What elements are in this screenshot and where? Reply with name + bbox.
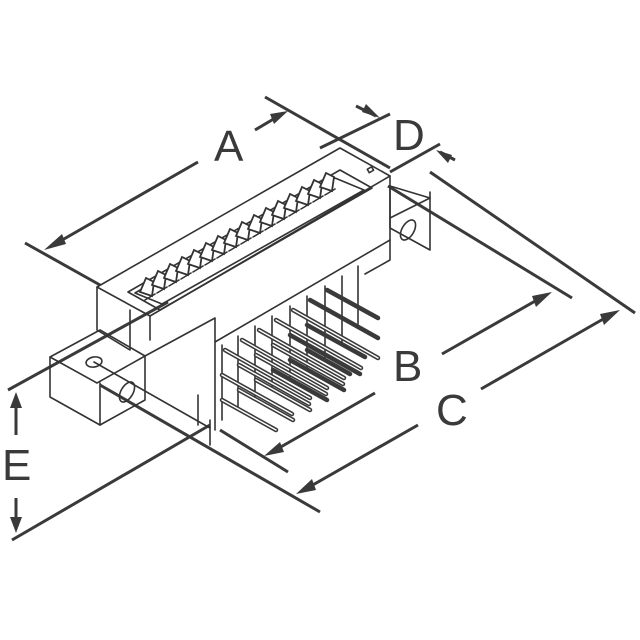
dimension-label-d: D (393, 111, 425, 160)
dimension-a (24, 95, 391, 287)
contact-row (138, 171, 336, 301)
dimension-e (7, 300, 211, 542)
dimension-label-c: C (436, 386, 468, 435)
dimension-d (319, 104, 456, 174)
dimension-label-e: E (2, 441, 32, 490)
dimension-b (219, 292, 552, 474)
dimension-label-a: A (214, 122, 244, 171)
dimension-label-b: B (393, 342, 423, 391)
pin-field (219, 265, 381, 433)
dimension-c (99, 310, 620, 514)
connector-housing (49, 147, 431, 446)
extension-lines-right (387, 170, 636, 315)
